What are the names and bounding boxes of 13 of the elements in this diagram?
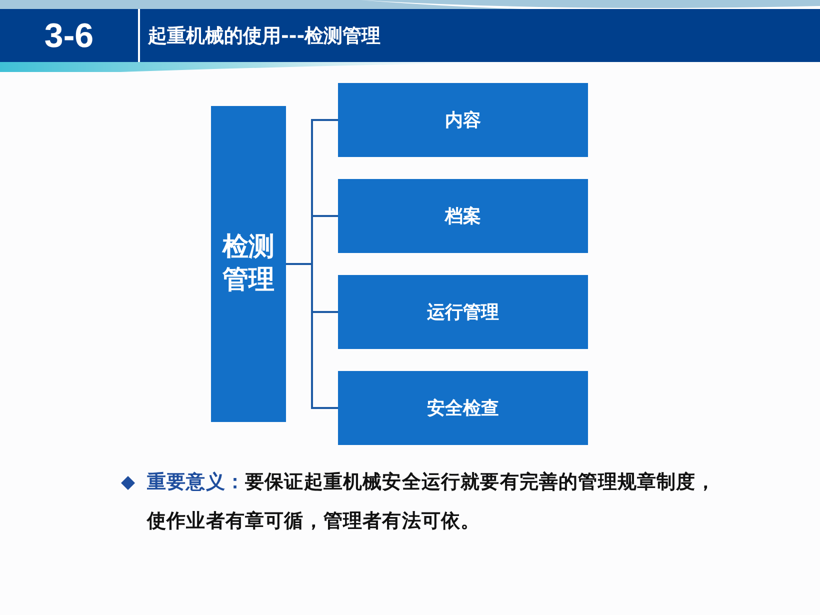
- note-paragraph: 重要意义：要保证起重机械安全运行就要有完善的管理规章制度，使作业者有章可循，管理者有法可依。: [147, 470, 716, 534]
- main-topic-box: [211, 106, 286, 422]
- subtopic-box: [338, 83, 588, 157]
- section-number: 3-6: [43, 16, 95, 56]
- node-label: 检测管理: [221, 231, 276, 297]
- node-label: 运行管理: [427, 300, 499, 324]
- subtopic-box: [338, 371, 588, 445]
- slide-title: 起重机械的使用---检测管理: [148, 24, 381, 48]
- node-label: 档案: [445, 204, 481, 228]
- subtopic-box: [338, 275, 588, 349]
- subtopic-box: [338, 179, 588, 253]
- node-label: 内容: [445, 108, 481, 132]
- node-label: 安全检查: [427, 396, 499, 420]
